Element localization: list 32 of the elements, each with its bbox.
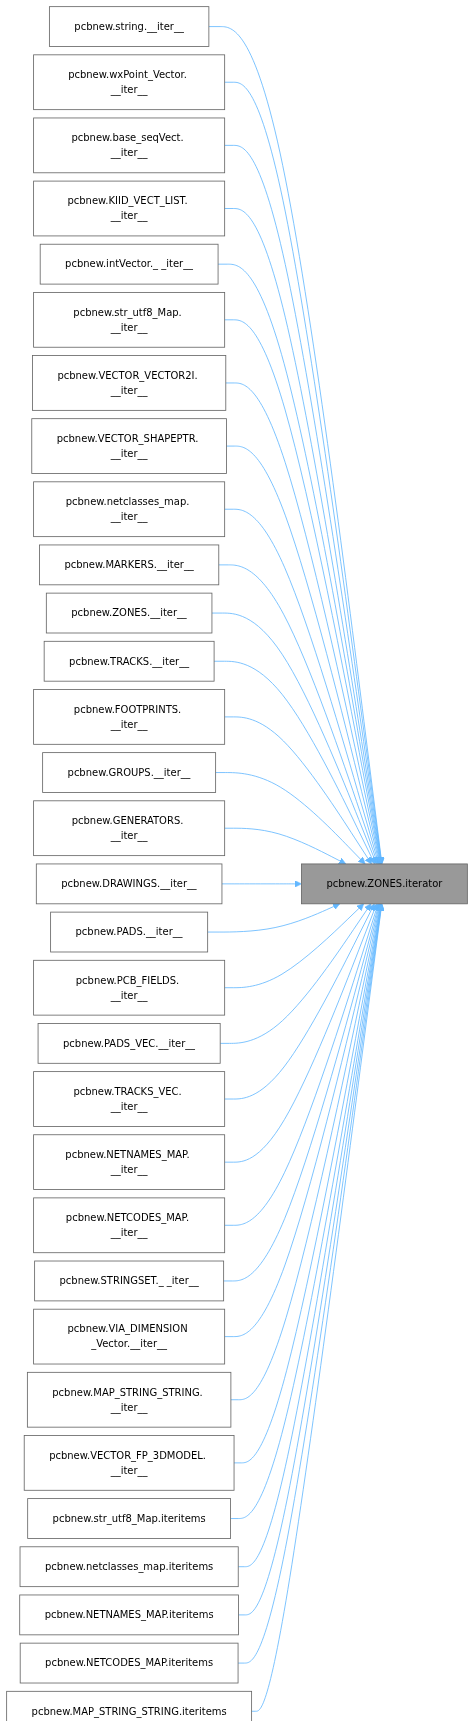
node-box: pcbnew.MAP_STRING_STRING. __iter__ bbox=[26, 1371, 232, 1428]
node-box: pcbnew.ZONES.__iter__ bbox=[45, 592, 213, 634]
node-box: pcbnew.intVector._ _iter__ bbox=[39, 243, 219, 285]
node-box: pcbnew.GENERATORS. __iter__ bbox=[33, 800, 226, 857]
node-box: pcbnew.STRINGSET._ _iter__ bbox=[34, 1260, 225, 1302]
node-box: pcbnew.base_seqVect. __iter__ bbox=[33, 117, 226, 174]
node-box: pcbnew.MARKERS.__iter__ bbox=[39, 544, 220, 586]
node-box: pcbnew.str_utf8_Map. __iter__ bbox=[33, 292, 226, 348]
node-box: pcbnew.VIA_DIMENSION _Vector.__iter__ bbox=[33, 1308, 226, 1365]
node-box: pcbnew.TRACKS.__iter__ bbox=[43, 640, 215, 682]
node-box: pcbnew.NETNAMES_MAP. __iter__ bbox=[33, 1134, 226, 1190]
node-box: pcbnew.string.__iter__ bbox=[49, 6, 210, 47]
node-box: pcbnew.str_utf8_Map.iteritems bbox=[27, 1498, 231, 1539]
node-box: pcbnew.TRACKS_VEC. __iter__ bbox=[33, 1071, 226, 1127]
node-box: pcbnew.GROUPS.__iter__ bbox=[42, 752, 217, 793]
node-box: pcbnew.netclasses_map. __iter__ bbox=[33, 481, 226, 538]
node-box: pcbnew.NETCODES_MAP.iteritems bbox=[19, 1642, 239, 1684]
node-box: pcbnew.KIID_VECT_LIST. __iter__ bbox=[33, 180, 226, 237]
node-box: pcbnew.netclasses_map.iteritems bbox=[19, 1546, 239, 1588]
node-box: pcbnew.MAP_STRING_STRING.iteritems bbox=[6, 1690, 253, 1721]
node-box: pcbnew.VECTOR_VECTOR2I. __iter__ bbox=[32, 355, 227, 411]
node-box: pcbnew.ZONES.iterator bbox=[301, 863, 468, 905]
node-box: pcbnew.PCB_FIELDS. __iter__ bbox=[33, 959, 226, 1016]
node-box: pcbnew.DRAWINGS.__iter__ bbox=[35, 863, 223, 905]
node-box: pcbnew.NETNAMES_MAP.iteritems bbox=[19, 1594, 239, 1636]
node-box: pcbnew.VECTOR_SHAPEPTR. __iter__ bbox=[31, 418, 227, 474]
node-box: pcbnew.wxPoint_Vector. __iter__ bbox=[33, 54, 226, 111]
node-box: pcbnew.NETCODES_MAP. __iter__ bbox=[33, 1197, 226, 1254]
node-box: pcbnew.PADS.__iter__ bbox=[50, 911, 209, 953]
node-box: pcbnew.VECTOR_FP_3DMODEL. __iter__ bbox=[23, 1435, 235, 1491]
node-box: pcbnew.FOOTPRINTS. __iter__ bbox=[33, 689, 226, 745]
node-box: pcbnew.PADS_VEC.__iter__ bbox=[37, 1023, 221, 1064]
